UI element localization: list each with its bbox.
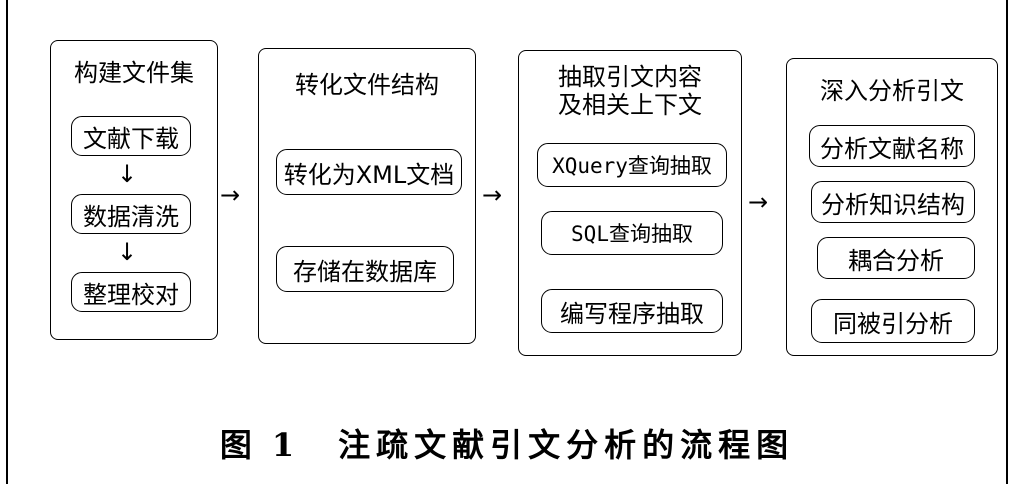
step-clean: 数据清洗	[71, 194, 191, 234]
step-xquery: XQuery查询抽取	[537, 143, 727, 187]
stage-title: 转化文件结构	[295, 71, 439, 99]
step-coupling: 耦合分析	[817, 237, 975, 279]
right-arrow-icon: →	[482, 181, 503, 209]
stage-title: 深入分析引文	[820, 77, 964, 105]
figure-frame	[6, 0, 1008, 484]
down-arrow-icon: ↓	[117, 238, 138, 266]
step-analyze-titles: 分析文献名称	[809, 125, 975, 167]
step-cocitation: 同被引分析	[811, 299, 975, 343]
caption-text: 注疏文献引文分析的流程图	[338, 426, 795, 464]
down-arrow-icon: ↓	[117, 160, 138, 188]
stage-analyze-citations: 深入分析引文 分析文献名称 分析知识结构 耦合分析 同被引分析	[786, 58, 998, 356]
step-program: 编写程序抽取	[541, 289, 723, 333]
stage-title-line1: 抽取引文内容	[558, 63, 702, 91]
step-analyze-knowledge: 分析知识结构	[811, 181, 975, 223]
stage-title-line2: 及相关上下文	[558, 91, 702, 119]
right-arrow-icon: →	[748, 188, 769, 216]
step-download: 文献下载	[71, 116, 191, 156]
caption-label: 图	[219, 426, 258, 464]
right-arrow-icon: →	[220, 181, 241, 209]
stage-extract-citations: 抽取引文内容 及相关上下文 XQuery查询抽取 SQL查询抽取 编写程序抽取	[518, 50, 742, 356]
stage-title: 构建文件集	[74, 59, 194, 87]
stage-convert-structure: 转化文件结构 转化为XML文档 存储在数据库	[258, 48, 476, 344]
step-store-db: 存储在数据库	[276, 246, 454, 292]
caption-number: 1	[271, 426, 301, 464]
step-sql: SQL查询抽取	[541, 211, 723, 255]
step-to-xml: 转化为XML文档	[276, 149, 462, 195]
stage-build-file-set: 构建文件集 文献下载 ↓ 数据清洗 ↓ 整理校对	[50, 40, 218, 340]
step-proofread: 整理校对	[71, 272, 191, 312]
